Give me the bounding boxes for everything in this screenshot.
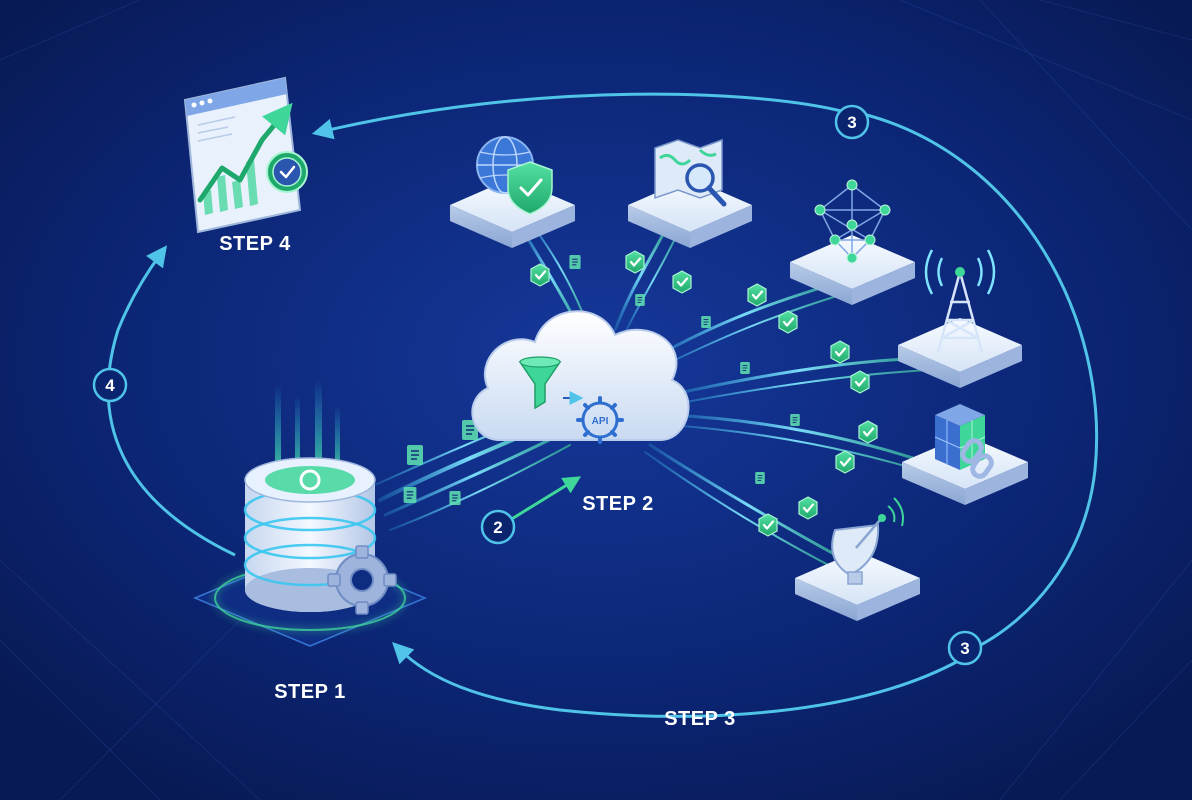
svg-text:4: 4 (105, 376, 115, 395)
svg-text:2: 2 (493, 518, 502, 537)
network-graph-icon (814, 179, 891, 264)
badge-step-2: 2 (480, 509, 516, 545)
destination-satellite-dish (795, 497, 920, 621)
satellite-dish-icon (831, 497, 904, 585)
api-label: API (592, 416, 609, 427)
destination-cell-tower (898, 249, 1022, 388)
destination-blockchain (902, 404, 1028, 505)
step4-label: STEP 4 (219, 233, 291, 255)
badge-step-3-bottom: 3 (947, 630, 983, 666)
destination-globe-shield (450, 136, 575, 248)
step1-database-node (193, 380, 427, 647)
badge-step-4: 4 (92, 367, 128, 403)
step3-label: STEP 3 (664, 708, 736, 730)
cell-tower-icon (924, 249, 996, 353)
destination-network-graph (790, 179, 915, 305)
step2-cloud-node: API (471, 310, 690, 444)
svg-text:3: 3 (847, 113, 856, 132)
destination-map-search (628, 138, 752, 248)
globe-shield-icon (476, 136, 553, 215)
map-search-icon (654, 138, 727, 207)
step2-label: STEP 2 (582, 493, 654, 515)
database-upload-beams (275, 380, 340, 475)
arc-right-side (854, 110, 1099, 650)
arc-step3-top-to-step4 (311, 92, 846, 140)
step2-arrow (509, 476, 582, 522)
badge-step-3-top: 3 (834, 104, 870, 140)
gear-check-icon (266, 151, 308, 193)
api-gear-icon: API (576, 396, 624, 444)
database-gear-icon (327, 545, 397, 615)
blockchain-blocks-icon (934, 404, 994, 479)
funnel-icon (518, 356, 562, 410)
step1-label: STEP 1 (274, 681, 346, 703)
svg-text:3: 3 (960, 639, 969, 658)
trend-arrow-icon (197, 102, 293, 203)
arc-step3-bottom-to-step1 (392, 642, 961, 718)
step4-dashboard-node (183, 76, 308, 234)
